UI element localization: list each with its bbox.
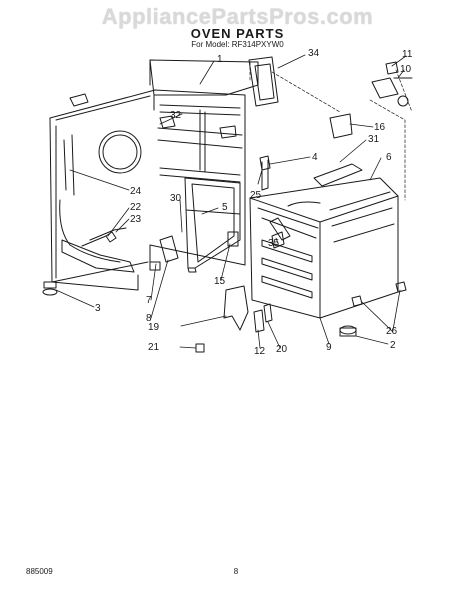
callout-15: 15 [214,276,226,287]
callout-labels: 1 2 3 4 5 6 7 8 9 10 11 12 15 16 19 20 2… [95,48,413,357]
callout-6: 6 [386,152,392,163]
callout-4: 4 [312,152,318,163]
callout-23: 23 [130,214,142,225]
watermark: AppliancePartsPros.com [101,4,374,29]
callout-32: 32 [170,110,182,121]
callout-5: 5 [222,202,228,213]
callout-3: 3 [95,303,101,314]
hardware-parts-drawing [42,227,407,353]
callout-2: 2 [390,340,396,351]
dashed-connection-lines [249,59,413,201]
vent-bracket-drawing [248,56,363,191]
callout-10: 10 [400,64,412,75]
valve-knob-drawing [371,61,413,107]
oven-front-frame-drawing [184,177,241,273]
callout-1: 1 [217,54,223,65]
oven-wrapper-drawing [49,59,259,291]
callout-7: 7 [146,295,152,306]
callout-16: 16 [374,122,386,133]
callout-19: 19 [148,322,160,333]
callout-12: 12 [254,346,266,357]
model-line: For Model: RF314PXYW0 [191,40,284,49]
callout-26: 26 [386,326,398,337]
callout-25: 25 [250,190,262,201]
oven-cavity-drawing [249,177,399,319]
callout-31: 31 [368,134,380,145]
callout-30: 30 [170,193,182,204]
callout-21: 21 [148,342,160,353]
page-number: 8 [233,567,239,576]
callout-11: 11 [402,49,413,60]
callout-9: 9 [326,342,332,353]
callout-35: 35 [268,238,280,249]
callout-8: 8 [146,313,152,324]
callout-24: 24 [130,186,142,197]
callout-34: 34 [308,48,320,59]
footer-code: 885009 [26,567,53,576]
diagram-title: OVEN PARTS [190,26,285,41]
leader-lines [55,54,407,349]
callout-20: 20 [276,344,288,355]
callout-22: 22 [130,202,142,213]
